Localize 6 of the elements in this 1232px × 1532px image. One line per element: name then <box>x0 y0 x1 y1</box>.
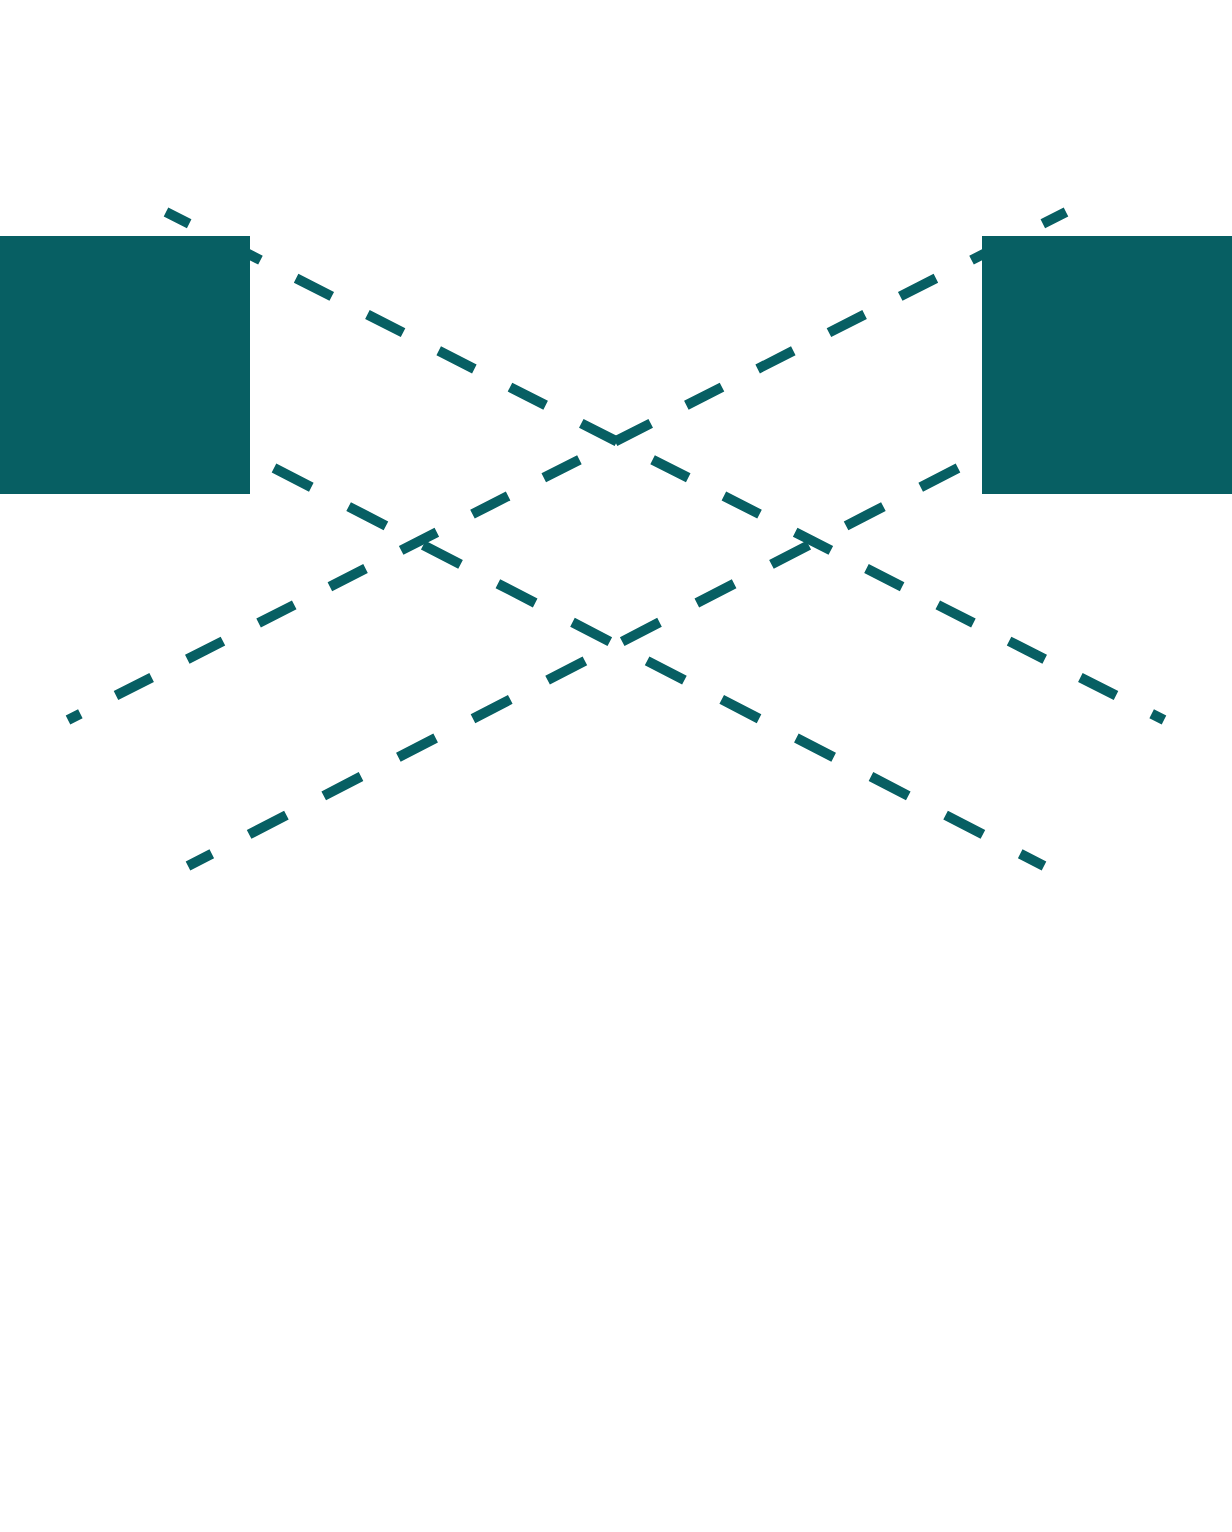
dashed-line <box>163 207 1167 725</box>
solid-block <box>0 236 250 494</box>
dashed-line <box>65 207 1069 725</box>
dashed-line <box>185 463 961 871</box>
solid-block <box>982 236 1232 494</box>
dashed-line <box>271 463 1047 871</box>
